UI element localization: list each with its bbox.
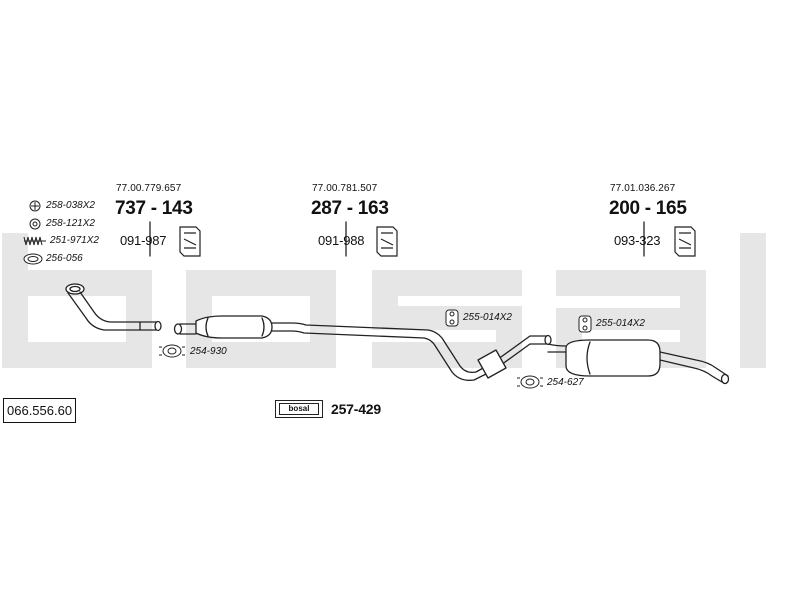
mount-bracket-icon-3 [674,226,696,257]
clamp-label: 254-930 [190,346,227,357]
fitting-label: 251-971X2 [50,235,99,246]
clamp-label: 254-627 [547,377,584,388]
part-number: 200 - 165 [609,198,687,219]
oem-number: 77.01.036.267 [610,183,676,194]
rubber-hanger-icon-2 [578,315,592,333]
hanger-label: 255-014X2 [463,312,512,323]
mount-bracket-icon-2 [376,226,398,257]
gasket-icon [23,253,43,265]
oem-number: 77.00.781.507 [312,183,378,194]
fitting-label: 258-038X2 [46,200,95,211]
fitting-label: 258-121X2 [46,218,95,229]
fitting-label: 256-056 [46,253,83,264]
center-section [173,315,552,381]
front-pipe [65,283,162,332]
part-number: 287 - 163 [311,198,389,219]
ring-icon [29,218,41,230]
mount-bracket-icon-1 [179,226,201,257]
clamp-icon-1 [159,344,185,358]
rubber-hanger-icon-1 [445,309,459,327]
hanger-label: 255-014X2 [596,318,645,329]
oem-number: 77.00.779.657 [116,183,182,194]
spring-icon [23,236,46,246]
mount-number: 091-988 [318,233,365,248]
bolt-icon [29,200,41,212]
mount-number: 091-987 [120,233,167,248]
mounting-kit-number: 257-429 [331,401,381,417]
bosal-box-label: bosal [279,403,319,415]
catalog-number: 066.556.60 [3,398,77,423]
bosal-box-icon: bosal [275,400,323,418]
part-number: 737 - 143 [115,198,193,219]
rear-section [547,339,730,385]
clamp-icon-2 [517,375,543,389]
mount-number: 093-323 [614,233,661,248]
